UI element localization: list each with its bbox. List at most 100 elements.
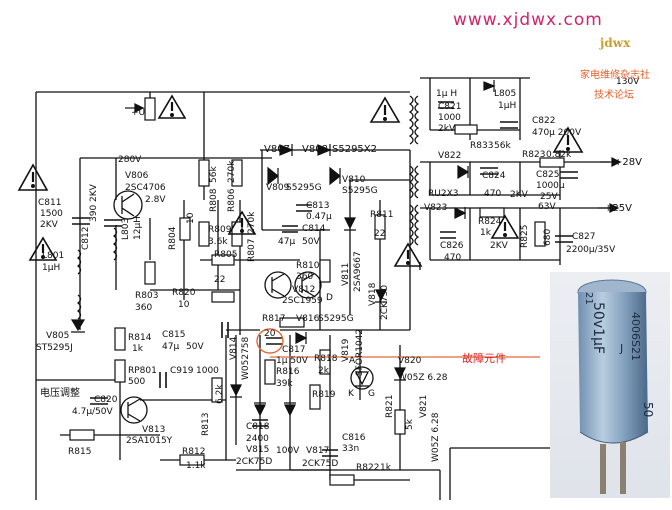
label-r809-v: 3.6k (208, 237, 228, 247)
label-c818-v2: 100V (276, 446, 300, 456)
label-r805-v: 22 (214, 275, 225, 285)
label-r823: R823 (522, 150, 545, 160)
warning-icon (393, 242, 423, 267)
label-c822: C822 (532, 116, 555, 126)
label-c811-v1: 1500 (40, 209, 63, 219)
resistor-r815 (69, 429, 95, 441)
capacitor-c816 (322, 449, 338, 457)
resistor-r810 (319, 259, 331, 283)
label-c826-v: 470 (444, 253, 461, 263)
label-v809: V809 (266, 183, 290, 193)
capacitor-c815 (221, 322, 229, 338)
transistor-v806 (113, 190, 143, 220)
label-r810-v: 360 (296, 272, 313, 282)
label-c814-v1: 47μ (278, 237, 295, 247)
label-plus28: +28V (614, 157, 642, 168)
label-c815: C815 (162, 330, 185, 340)
label-r819: R819 (312, 390, 336, 400)
label-c818-v1: 2400 (246, 434, 269, 444)
label-d-mark: D (326, 293, 333, 303)
photo-text-2: 4006S21 (629, 312, 642, 361)
label-v280: 280V (118, 155, 142, 165)
label-c816-v: 33n (342, 444, 359, 454)
label-v818: V818 (368, 282, 378, 306)
warning-icon (227, 210, 257, 235)
label-k-mark: K (348, 389, 355, 399)
diode-v807 (279, 144, 294, 156)
label-c813: C813 (306, 201, 329, 211)
label-c827-v: 2200μ/35V (566, 245, 616, 255)
label-n20: 20 (264, 329, 276, 339)
label-v816: V816 (296, 314, 320, 324)
label-r818: R818 (314, 354, 338, 364)
diode-v805 (70, 319, 86, 333)
resistor-symbols (69, 97, 565, 486)
label-r825: R825 (520, 225, 530, 248)
photo-text-3: 50 (641, 402, 655, 417)
label-s5295-top: S5295X2 (332, 144, 377, 155)
label-v806-v: 2.8V (145, 195, 166, 205)
label-v810-t: S5295G (342, 186, 378, 196)
label-v816-t: S5295G (318, 314, 354, 324)
label-r810: R810 (296, 261, 320, 271)
warning-icon (17, 163, 49, 191)
transistor-v811 (294, 271, 322, 299)
warning-triangles (17, 94, 584, 267)
label-c811: C811 (38, 198, 61, 208)
warning-icon (552, 126, 584, 153)
label-c812-v: 390 2KV (89, 183, 99, 222)
circuit-wires (35, 77, 610, 500)
capacitor-c814 (282, 225, 298, 233)
transistor-symbols (113, 190, 374, 424)
resistor-r805 (211, 254, 235, 266)
warning-icon (28, 236, 58, 261)
label-c825: C825 (536, 170, 559, 180)
label-r809: R809 (208, 225, 232, 235)
label-v813-t: 2SA1015Y (126, 436, 173, 446)
transistor-v813 (120, 396, 148, 424)
label-c824-v: 470 (484, 189, 501, 199)
label-r821-v: 5k (405, 418, 415, 430)
resistor-r811 (374, 214, 386, 240)
capacitor-c817 (266, 337, 282, 345)
resistor-rp801 (114, 359, 126, 383)
capacitor-photo: 50v1μF 4006S21 50 J 21 (550, 272, 670, 498)
watermark-site: www.xjdwx.com (453, 10, 603, 30)
label-r833-v: 56k (494, 141, 511, 151)
label-c817: C817 (282, 345, 305, 355)
resistor-r822 (329, 474, 355, 486)
label-c812: C812 (81, 227, 91, 250)
diode-v817 (284, 402, 296, 417)
component-labels: +U C811 1500 2KV C812 390 2KV V806 2SC47… (36, 77, 642, 473)
label-r816-v: 39k (276, 379, 293, 389)
transistor-v812 (264, 271, 292, 299)
label-r833: R833 (470, 141, 493, 151)
resistor-top (144, 97, 156, 121)
label-r814: R814 (128, 333, 152, 343)
label-v820-t: W05Z 6.28 (398, 373, 448, 383)
label-r813: R813 (201, 413, 211, 436)
warning-icon (157, 94, 187, 119)
label-v2kv-b: 2KV (490, 241, 509, 251)
label-l803-v: 12μH (133, 216, 143, 240)
watermark-line2: 技术论坛 (594, 90, 634, 101)
label-c820-v: 4.7μ/50V (72, 407, 114, 417)
label-r817: R817 (262, 314, 285, 324)
label-v815-t: 2CK75D (236, 457, 272, 467)
label-r815: R815 (68, 447, 91, 457)
resistor-r817 (279, 317, 305, 328)
resistor-r833 (454, 124, 478, 135)
label-c821-v1: 1000 (438, 113, 461, 123)
photo-text-1: 50v1μF (590, 302, 606, 354)
label-c815-v1: 47μ (162, 342, 179, 352)
label-plus25: +25V (604, 203, 632, 214)
label-c821: C821 (438, 102, 461, 112)
label-r823-v: 0.82k (546, 150, 572, 160)
label-r820-v: 10 (178, 300, 190, 310)
resistor-r821 (394, 409, 406, 435)
label-l801-v: 1μH (42, 263, 60, 273)
label-r812: R812 (182, 447, 205, 457)
label-r814-v: 1k (132, 344, 144, 354)
capacitor-c824 (480, 167, 498, 175)
label-r804-v: 10 (186, 212, 196, 224)
